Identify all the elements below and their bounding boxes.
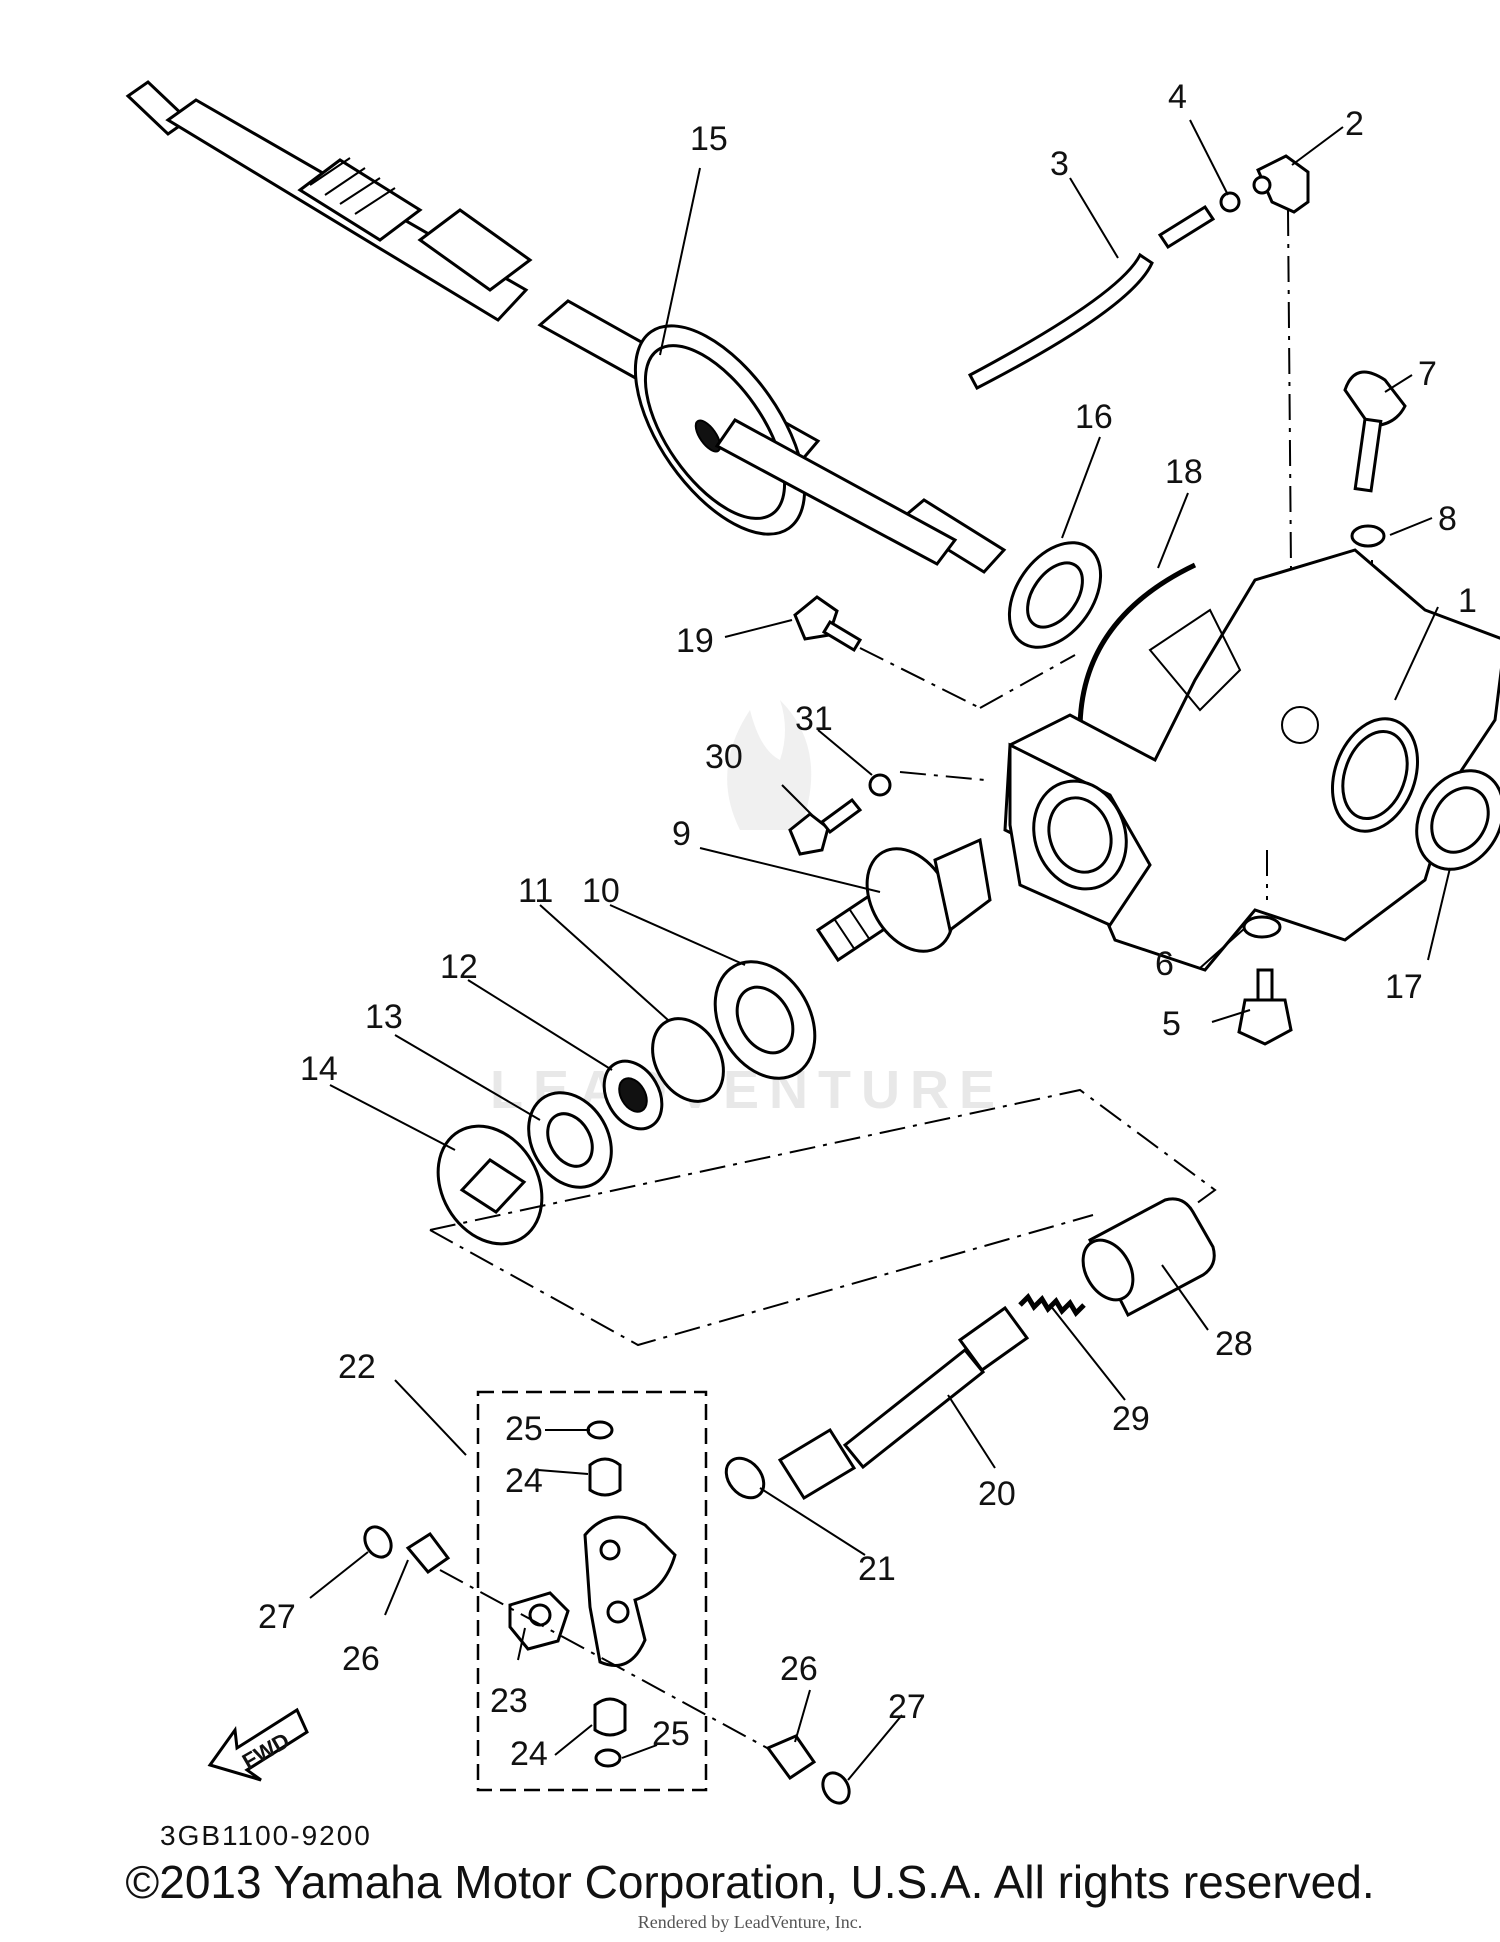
callout-24-bottom: 24 <box>510 1735 548 1773</box>
bearing-13 <box>527 1091 613 1189</box>
filler-bolt <box>1343 370 1407 493</box>
callout-20: 20 <box>978 1475 1016 1513</box>
oil-seal-16 <box>1007 541 1103 649</box>
ring-gear-shaft <box>125 80 1007 574</box>
copyright-notice: ©2013 Yamaha Motor Corporation, U.S.A. A… <box>125 1856 1375 1908</box>
coupling-gear <box>1081 1197 1216 1318</box>
drive-shaft <box>777 1305 1030 1501</box>
o-ring-11 <box>651 1017 725 1103</box>
callout-labels: 1 2 3 4 5 6 7 8 9 10 11 12 13 14 15 16 1… <box>258 78 1477 1773</box>
callout-2: 2 <box>1345 105 1364 143</box>
bearing-cup-24-bottom <box>593 1697 627 1737</box>
circlip-25-top <box>586 1420 614 1440</box>
callout-15: 15 <box>690 120 728 158</box>
callout-7: 7 <box>1418 355 1437 393</box>
callout-24-top: 24 <box>505 1462 543 1500</box>
drain-washer <box>1242 915 1282 939</box>
callout-26-left: 26 <box>342 1640 380 1678</box>
callout-10: 10 <box>582 872 620 910</box>
callout-6: 6 <box>1155 945 1174 983</box>
callout-16: 16 <box>1075 398 1113 436</box>
bolt-19 <box>793 595 863 653</box>
callout-28: 28 <box>1215 1325 1253 1363</box>
callout-11: 11 <box>518 872 553 910</box>
oil-seal-12 <box>602 1059 664 1131</box>
callout-14: 14 <box>300 1050 338 1088</box>
bolt-30 <box>788 797 863 856</box>
spring <box>1018 1292 1086 1318</box>
callout-9: 9 <box>672 815 691 853</box>
callout-18: 18 <box>1165 453 1203 491</box>
drain-plug <box>1237 968 1293 1046</box>
leader-lines <box>309 119 1451 1781</box>
bearing-retainer <box>436 1124 544 1246</box>
callout-17: 17 <box>1385 968 1423 1006</box>
filler-gasket <box>1350 524 1386 548</box>
spider-23 <box>508 1591 570 1651</box>
callout-25-bottom: 25 <box>652 1715 690 1753</box>
callout-12: 12 <box>440 948 478 986</box>
callout-27-left: 27 <box>258 1598 296 1636</box>
callout-29: 29 <box>1112 1400 1150 1438</box>
diagram-reference-code: 3GB1100-9200 <box>160 1820 372 1851</box>
callout-23: 23 <box>490 1682 528 1720</box>
callout-27-right: 27 <box>888 1688 926 1726</box>
callout-22: 22 <box>338 1348 376 1386</box>
callout-25-top: 25 <box>505 1410 543 1448</box>
fwd-arrow: FWD <box>207 1707 309 1782</box>
bearing-cup-26-right <box>765 1734 817 1781</box>
circlip-21 <box>724 1456 766 1500</box>
o-ring-18 <box>1077 562 1197 731</box>
rendered-by-notice: Rendered by LeadVenture, Inc. <box>637 1912 863 1932</box>
callout-4: 4 <box>1168 78 1187 116</box>
callout-3: 3 <box>1050 145 1069 183</box>
callout-19: 19 <box>676 622 714 660</box>
final-gear-case <box>1003 548 1500 972</box>
callout-1: 1 <box>1458 582 1477 620</box>
hose-clip <box>1219 191 1241 213</box>
circlip-27-left <box>363 1525 393 1559</box>
callout-8: 8 <box>1438 500 1457 538</box>
callout-13: 13 <box>365 998 403 1036</box>
circlip-25-bottom <box>594 1748 622 1768</box>
callout-30: 30 <box>705 738 743 776</box>
oil-seal-17 <box>1415 769 1500 871</box>
breather-hose <box>967 204 1216 391</box>
callout-31: 31 <box>795 700 833 738</box>
bearing-cup-26-left <box>405 1531 451 1575</box>
drive-pinion-gear <box>815 837 992 963</box>
callout-21: 21 <box>858 1550 896 1588</box>
callout-5: 5 <box>1162 1005 1181 1043</box>
yoke <box>583 1515 677 1667</box>
circlip-27-right <box>821 1771 851 1805</box>
bearing-10 <box>713 960 817 1080</box>
breather-joint <box>1252 154 1310 214</box>
callout-26-right: 26 <box>780 1650 818 1688</box>
washer-31 <box>868 773 892 797</box>
bearing-cup-24-top <box>588 1457 622 1497</box>
